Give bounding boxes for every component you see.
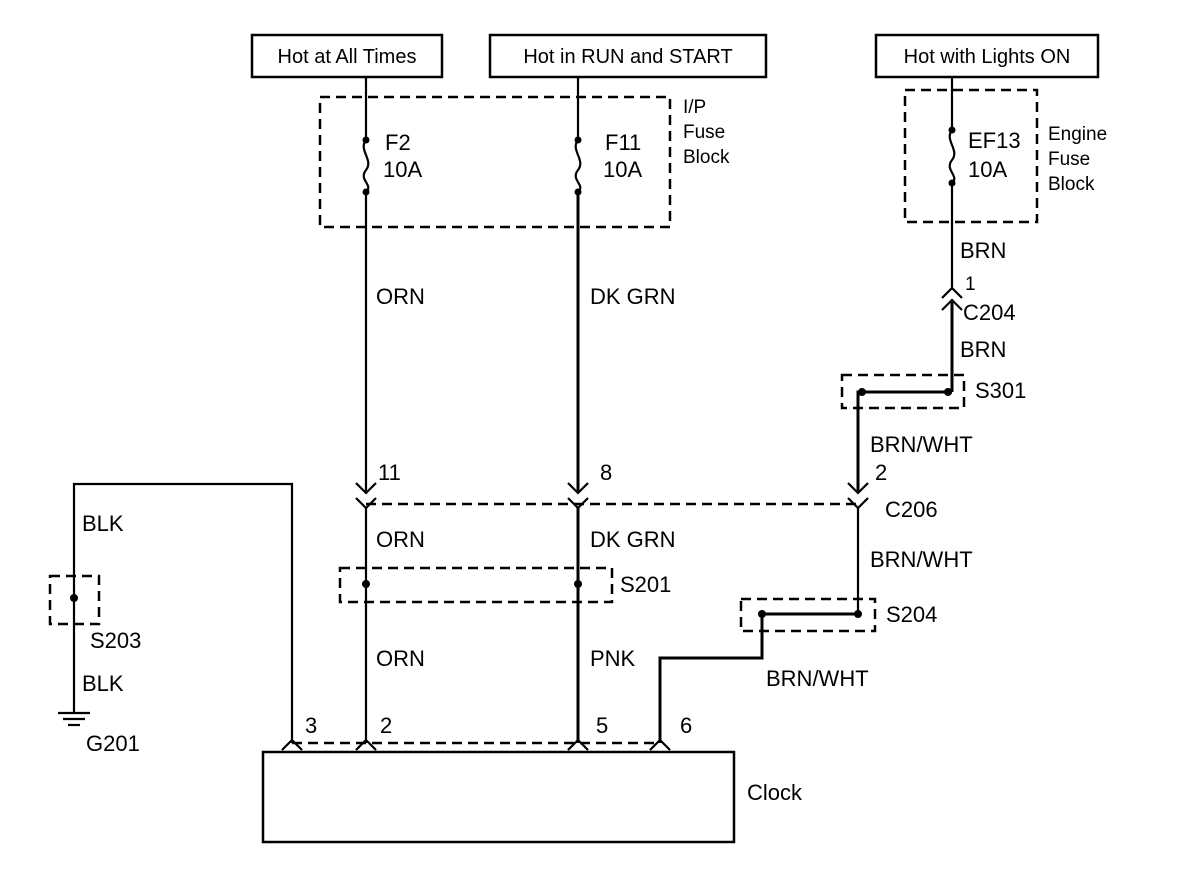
splice-s203: S203 — [48, 574, 141, 653]
engine-fuse-block-label-1: Engine — [1048, 124, 1107, 145]
source-hot-all-times-label: Hot at All Times — [278, 46, 417, 68]
wire-brnwht-1-label: BRN/WHT — [870, 432, 973, 457]
wire-brn-1-label: BRN — [960, 238, 1006, 263]
wire-dkgrn-upper-label: DK GRN — [590, 284, 676, 309]
wire-brnwht-2-label: BRN/WHT — [870, 547, 973, 572]
fuse-ef13: EF13 10A — [948, 77, 1021, 187]
ground-label: G201 — [86, 731, 140, 756]
source-hot-all-times: Hot at All Times — [250, 33, 444, 79]
ip-fuse-block-label-1: I/P — [683, 97, 706, 118]
splice-s301: S301 BRN/WHT 2 — [840, 373, 1026, 495]
wire-orn-lower-label: ORN — [376, 646, 425, 671]
connector-c206: C206 — [355, 497, 938, 522]
splice-s201-label: S201 — [620, 572, 671, 597]
clock-pin-3: 3 — [305, 713, 317, 738]
wire-pnk-label: PNK — [590, 646, 636, 671]
connector-c204: C204 BRN — [941, 298, 1016, 392]
c206-pin-2: 2 — [875, 460, 887, 485]
engine-fuse-block-label-2: Fuse — [1048, 149, 1090, 170]
connector-c206-label: C206 — [885, 497, 938, 522]
source-hot-run-start: Hot in RUN and START — [488, 33, 768, 79]
source-hot-lights-on-label: Hot with Lights ON — [904, 46, 1071, 68]
wire-orn-upper-label: ORN — [376, 284, 425, 309]
fuse-f11-name: F11 — [605, 130, 641, 155]
engine-fuse-block: Engine Fuse Block — [903, 88, 1107, 224]
clock-label: Clock — [747, 780, 803, 805]
fuse-f2: F2 10A — [362, 77, 422, 196]
splice-s201: S201 — [338, 566, 671, 604]
clock-pin-5: 5 — [596, 713, 608, 738]
fuse-f11-rating: 10A — [603, 157, 642, 182]
source-hot-lights-on: Hot with Lights ON — [874, 33, 1100, 79]
splice-s203-label: S203 — [90, 628, 141, 653]
clock-pin-2: 2 — [380, 713, 392, 738]
fuse-f11: F11 10A — [574, 77, 642, 196]
wire-blk: BLK BLK — [72, 482, 294, 743]
wire-brn-2-label: BRN — [960, 337, 1006, 362]
c206-pin-11: 11 — [378, 460, 401, 485]
clock-connector: 3 2 5 6 — [281, 713, 692, 751]
fuse-f2-name: F2 — [385, 130, 411, 155]
wire-dkgrn-upper: DK GRN 8 — [567, 192, 676, 495]
wire-dkgrn-lower: DK GRN PNK — [576, 508, 676, 743]
wire-brnwht-3-label: BRN/WHT — [766, 666, 869, 691]
fuse-ef13-rating: 10A — [968, 157, 1007, 182]
wire-brnwht-lower: BRN/WHT BRN/WHT — [658, 508, 973, 743]
wire-orn-upper: ORN 11 — [355, 192, 425, 495]
source-hot-run-start-label: Hot in RUN and START — [523, 46, 732, 68]
wire-orn-mid-label: ORN — [376, 527, 425, 552]
engine-fuse-block-label-3: Block — [1048, 174, 1095, 195]
ground-icon: G201 — [58, 711, 140, 756]
wire-brn-1: BRN 1 — [941, 183, 1006, 299]
splice-s204-label: S204 — [886, 602, 937, 627]
clock-pin-6: 6 — [680, 713, 692, 738]
fuse-ef13-name: EF13 — [968, 128, 1021, 153]
wire-blk-upper-label: BLK — [82, 511, 124, 536]
fuse-f2-rating: 10A — [383, 157, 422, 182]
ip-fuse-block-label-2: Fuse — [683, 122, 725, 143]
c206-pin-8: 8 — [600, 460, 612, 485]
connector-c204-label: C204 — [963, 300, 1016, 325]
wire-dkgrn-mid-label: DK GRN — [590, 527, 676, 552]
ip-fuse-block-label-3: Block — [683, 147, 730, 168]
clock-component: Clock — [261, 750, 803, 844]
wire-blk-lower-label: BLK — [82, 671, 124, 696]
ip-fuse-block: I/P Fuse Block — [318, 95, 730, 229]
wire-orn-lower: ORN ORN — [364, 508, 425, 743]
c204-pin-1: 1 — [965, 274, 976, 295]
splice-s204: S204 — [739, 597, 937, 633]
splice-s301-label: S301 — [975, 378, 1026, 403]
